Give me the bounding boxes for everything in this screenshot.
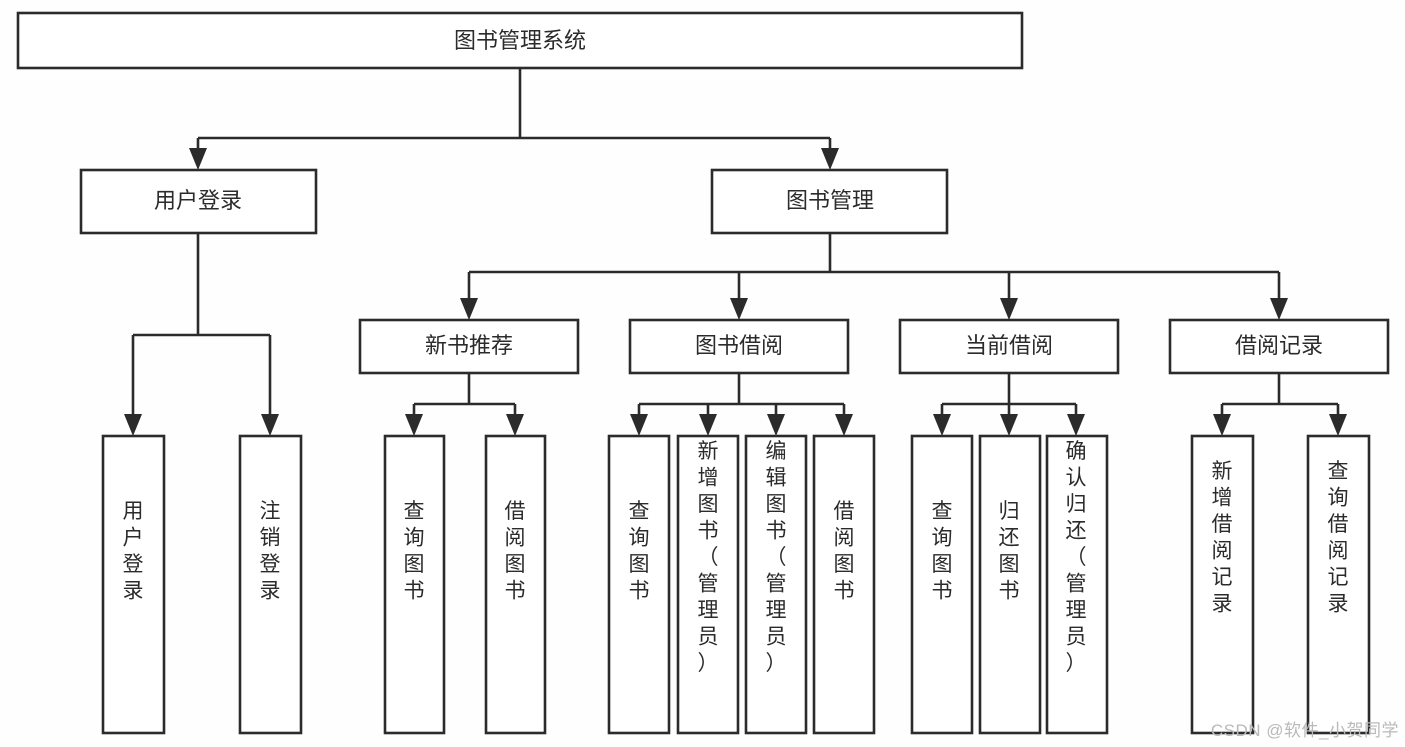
- arrow-curborrow-leaf-3: [1067, 414, 1085, 436]
- node-new-book-recommend-box[interactable]: [358, 318, 580, 375]
- arrow-bookborrow-leaf-4: [835, 414, 853, 436]
- node-current-borrow-label: 当前借阅: [965, 333, 1053, 358]
- leaf-user-login[interactable]: 用户登录: [101, 434, 166, 735]
- arrow-bookmgmt-l3-2: [730, 298, 748, 320]
- node-book-management-box[interactable]: [710, 168, 949, 235]
- arrow-root-to-book-mgmt: [821, 148, 839, 170]
- leaf-rec-borrow-book-label: 借阅图书: [505, 500, 526, 603]
- arrow-borrowrec-leaf-2: [1329, 414, 1347, 436]
- leaf-cur-confirm-return-box[interactable]: [1045, 434, 1109, 735]
- arrow-curborrow-leaf-1: [933, 414, 951, 436]
- node-current-borrow-box[interactable]: [898, 318, 1120, 375]
- arrow-bookborrow-leaf-3: [767, 414, 785, 436]
- leaf-user-logout-label: 注销登录: [260, 500, 281, 603]
- leaf-rec-query-book-label: 查询图书: [404, 500, 425, 603]
- arrow-newbook-leaf-2: [506, 414, 524, 436]
- leaf-borrow-edit-book-label: 编辑图书（管理员）: [766, 440, 787, 675]
- leaf-cur-confirm-return-label: 确认归还（管理员）: [1066, 440, 1087, 675]
- csdn-watermark: CSDN @软件_小贺同学: [1210, 721, 1399, 740]
- leaf-cur-return-book-box[interactable]: [978, 434, 1042, 735]
- leaf-cur-query-book-box[interactable]: [910, 434, 974, 735]
- leaf-rec-query-record[interactable]: 查询借阅记录: [1306, 434, 1371, 735]
- node-new-book-recommend[interactable]: 新书推荐: [358, 318, 580, 375]
- arrow-userlogin-leaf-2: [261, 414, 279, 436]
- arrow-bookmgmt-l3-4: [1270, 298, 1288, 320]
- node-new-book-recommend-label: 新书推荐: [425, 333, 513, 358]
- node-book-borrow-label: 图书借阅: [695, 333, 783, 358]
- arrow-newbook-leaf-1: [405, 414, 423, 436]
- leaf-rec-query-record-box[interactable]: [1306, 434, 1371, 735]
- leaf-user-login-label: 用户登录: [123, 500, 144, 603]
- leaf-user-logout-box[interactable]: [238, 434, 303, 735]
- leaf-rec-borrow-book-box[interactable]: [484, 434, 547, 735]
- leaf-rec-query-book[interactable]: 查询图书: [383, 434, 446, 735]
- leaf-borrow-lend-book-label: 借阅图书: [834, 500, 855, 603]
- node-book-borrow[interactable]: 图书借阅: [628, 318, 850, 375]
- arrow-borrowrec-leaf-1: [1213, 414, 1231, 436]
- leaf-rec-borrow-book[interactable]: 借阅图书: [484, 434, 547, 735]
- arrow-userlogin-leaf-1: [124, 414, 142, 436]
- leaf-borrow-edit-book-box[interactable]: [744, 434, 808, 735]
- node-user-login-box[interactable]: [79, 168, 318, 235]
- node-root-box[interactable]: [16, 11, 1024, 70]
- node-borrow-record-label: 借阅记录: [1235, 333, 1323, 358]
- leaf-borrow-add-book-label: 新增图书（管理员）: [698, 440, 719, 675]
- leaf-cur-query-book-label: 查询图书: [932, 500, 953, 603]
- node-root-label: 图书管理系统: [454, 28, 586, 53]
- arrow-curborrow-leaf-2: [1000, 414, 1018, 436]
- leaf-borrow-query-book-box[interactable]: [607, 434, 671, 735]
- leaf-cur-return-book-label: 归还图书: [999, 500, 1020, 603]
- leaf-cur-confirm-return[interactable]: 确认归还（管理员）: [1045, 434, 1109, 735]
- leaf-user-logout[interactable]: 注销登录: [238, 434, 303, 735]
- leaf-user-login-box[interactable]: [101, 434, 166, 735]
- leaf-borrow-lend-book-box[interactable]: [812, 434, 876, 735]
- node-user-login[interactable]: 用户登录: [79, 168, 318, 235]
- leaf-rec-add-record-box[interactable]: [1190, 434, 1255, 735]
- arrow-root-to-user-login: [189, 148, 207, 170]
- leaf-borrow-lend-book[interactable]: 借阅图书: [812, 434, 876, 735]
- node-borrow-record[interactable]: 借阅记录: [1168, 318, 1390, 375]
- leaf-borrow-add-book[interactable]: 新增图书（管理员）: [676, 434, 740, 735]
- leaf-rec-add-record-label: 新增借阅记录: [1212, 460, 1233, 616]
- arrow-bookborrow-leaf-1: [630, 414, 648, 436]
- leaf-cur-query-book[interactable]: 查询图书: [910, 434, 974, 735]
- node-user-login-label: 用户登录: [154, 188, 242, 213]
- node-book-management-label: 图书管理: [786, 188, 874, 213]
- arrow-bookmgmt-l3-1: [460, 298, 478, 320]
- connector-layer: [124, 68, 1347, 436]
- node-book-management[interactable]: 图书管理: [710, 168, 949, 235]
- leaf-borrow-query-book-label: 查询图书: [629, 500, 650, 603]
- leaf-rec-query-record-label: 查询借阅记录: [1328, 460, 1349, 616]
- node-root[interactable]: 图书管理系统: [16, 11, 1024, 70]
- leaf-rec-query-book-box[interactable]: [383, 434, 446, 735]
- node-current-borrow[interactable]: 当前借阅: [898, 318, 1120, 375]
- arrow-bookborrow-leaf-2: [699, 414, 717, 436]
- leaf-cur-return-book[interactable]: 归还图书: [978, 434, 1042, 735]
- node-borrow-record-box[interactable]: [1168, 318, 1390, 375]
- leaf-borrow-query-book[interactable]: 查询图书: [607, 434, 671, 735]
- node-book-borrow-box[interactable]: [628, 318, 850, 375]
- leaf-borrow-edit-book[interactable]: 编辑图书（管理员）: [744, 434, 808, 735]
- leaf-rec-add-record[interactable]: 新增借阅记录: [1190, 434, 1255, 735]
- leaf-borrow-add-book-box[interactable]: [676, 434, 740, 735]
- arrow-bookmgmt-l3-3: [1000, 298, 1018, 320]
